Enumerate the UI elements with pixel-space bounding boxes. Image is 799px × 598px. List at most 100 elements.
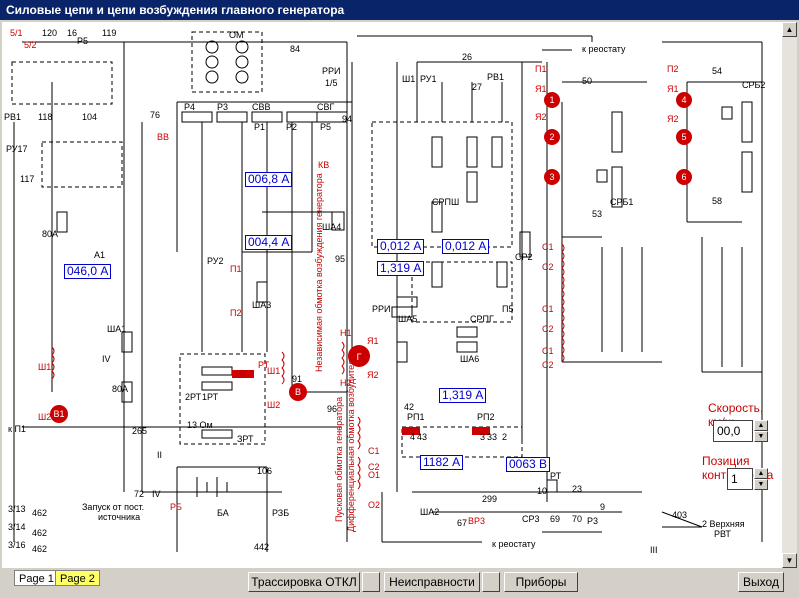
svg-text:РВТ: РВТ (714, 529, 731, 539)
svg-text:О1: О1 (368, 470, 380, 480)
svg-text:к реостату: к реостату (582, 44, 626, 54)
svg-text:5: 5 (681, 132, 686, 142)
speed-spinner[interactable]: ▲ ▼ (754, 420, 768, 442)
svg-text:Я2: Я2 (367, 370, 379, 380)
svg-text:П5: П5 (502, 304, 513, 314)
svg-text:104: 104 (82, 112, 97, 122)
svg-text:94: 94 (342, 114, 352, 124)
svg-text:72: 72 (134, 489, 144, 499)
svg-text:СРБ2: СРБ2 (742, 80, 765, 90)
svg-text:РУ17: РУ17 (6, 144, 28, 154)
controller-position-field[interactable]: 1 (727, 468, 753, 490)
svg-text:О2: О2 (368, 500, 380, 510)
svg-text:СР2: СР2 (515, 252, 533, 262)
svg-text:С1: С1 (368, 446, 380, 456)
schematic-canvas[interactable]: В1 В Г 1 2 3 4 5 6 120 16 P5 119 84 РРИ … (2, 22, 782, 568)
svg-text:РРИ: РРИ (322, 66, 340, 76)
svg-text:13 Ом: 13 Ом (187, 420, 213, 430)
trace-toggle-button[interactable]: Трассировка ОТКЛ (248, 572, 360, 592)
svg-text:120: 120 (42, 28, 57, 38)
svg-text:Я1: Я1 (367, 336, 379, 346)
svg-text:42: 42 (404, 402, 414, 412)
svg-text:РП1: РП1 (407, 412, 424, 422)
svg-text:442: 442 (254, 542, 269, 552)
svg-text:РВ1: РВ1 (487, 72, 504, 82)
svg-text:106: 106 (257, 466, 272, 476)
svg-text:В: В (295, 387, 301, 397)
readout-voltage: 0063 В (506, 457, 551, 472)
svg-text:Н2: Н2 (340, 378, 352, 388)
svg-text:5/2: 5/2 (24, 40, 37, 50)
svg-text:10: 10 (537, 486, 547, 496)
svg-text:РП2: РП2 (477, 412, 494, 422)
svg-text:С1: С1 (542, 304, 554, 314)
svg-text:РБ: РБ (170, 502, 182, 512)
generator-g-icon (348, 345, 370, 367)
scroll-down-icon[interactable]: ▼ (782, 553, 797, 568)
svg-text:РЗБ: РЗБ (272, 508, 289, 518)
svg-text:СРПГ: СРПГ (470, 314, 494, 324)
svg-text:Ш2: Ш2 (267, 400, 280, 410)
svg-text:С2: С2 (368, 462, 380, 472)
svg-text:5/1: 5/1 (10, 28, 23, 38)
svg-text:80А: 80А (112, 384, 128, 394)
svg-text:43: 43 (417, 432, 427, 442)
exit-button[interactable]: Выход (738, 572, 784, 592)
svg-text:2: 2 (502, 432, 507, 442)
svg-text:С1: С1 (542, 346, 554, 356)
svg-text:2РТ: 2РТ (185, 392, 202, 402)
readout-current-2: 004,4 А (245, 235, 293, 250)
svg-text:Пусковая обмотка генератора: Пусковая обмотка генератора (334, 397, 344, 522)
tab-page-1[interactable]: Page 1 (14, 570, 59, 586)
svg-text:Ш2: Ш2 (38, 412, 51, 422)
svg-text:2 Верхняя: 2 Верхняя (702, 519, 745, 529)
svg-text:С2: С2 (542, 360, 554, 370)
svg-text:Р3: Р3 (217, 102, 228, 112)
readout-current-5: 0,012 А (442, 239, 490, 254)
speed-field[interactable]: 00,0 (713, 420, 753, 442)
faults-button[interactable]: Неисправности (384, 572, 480, 592)
svg-text:58: 58 (712, 196, 722, 206)
trace-indicator-box[interactable] (362, 572, 380, 592)
svg-text:П2: П2 (667, 64, 678, 74)
svg-text:СР3: СР3 (522, 514, 540, 524)
svg-text:76: 76 (150, 110, 160, 120)
svg-text:ОМ: ОМ (229, 30, 244, 40)
svg-text:27: 27 (472, 82, 482, 92)
svg-text:РВ1: РВ1 (4, 112, 21, 122)
speed-up-icon[interactable]: ▲ (754, 420, 768, 431)
faults-indicator-box[interactable] (482, 572, 500, 592)
scroll-up-icon[interactable]: ▲ (782, 22, 797, 37)
svg-text:Г: Г (357, 352, 362, 362)
svg-text:299: 299 (482, 494, 497, 504)
svg-text:А1: А1 (94, 250, 105, 260)
svg-text:БА: БА (217, 508, 229, 518)
svg-text:53: 53 (592, 209, 602, 219)
svg-text:67: 67 (457, 518, 467, 528)
svg-text:ША4: ША4 (322, 222, 341, 232)
svg-text:3/16: 3/16 (8, 540, 26, 550)
svg-text:23: 23 (572, 484, 582, 494)
speed-down-icon[interactable]: ▼ (754, 431, 768, 442)
svg-text:3/13: 3/13 (8, 504, 26, 514)
svg-text:70: 70 (572, 514, 582, 524)
svg-text:462: 462 (32, 528, 47, 538)
svg-text:ША3: ША3 (252, 300, 271, 310)
position-down-icon[interactable]: ▼ (754, 479, 768, 490)
svg-text:91: 91 (292, 374, 302, 384)
svg-text:IV: IV (102, 354, 111, 364)
svg-text:Ш1: Ш1 (402, 74, 415, 84)
svg-text:Р5: Р5 (320, 122, 331, 132)
devices-button[interactable]: Приборы (504, 572, 578, 592)
svg-text:95: 95 (335, 254, 345, 264)
position-spinner[interactable]: ▲ ▼ (754, 468, 768, 490)
bottom-toolbar: Page 1 Page 2 Трассировка ОТКЛ Неисправн… (0, 568, 799, 598)
svg-text:96: 96 (327, 404, 337, 414)
svg-text:П2: П2 (230, 308, 241, 318)
svg-text:источника: источника (98, 512, 140, 522)
svg-text:403: 403 (672, 510, 687, 520)
svg-text:к реостату: к реостату (492, 539, 536, 549)
position-up-icon[interactable]: ▲ (754, 468, 768, 479)
vertical-scrollbar[interactable]: ▲ ▼ (782, 22, 797, 568)
tab-page-2[interactable]: Page 2 (55, 570, 100, 586)
